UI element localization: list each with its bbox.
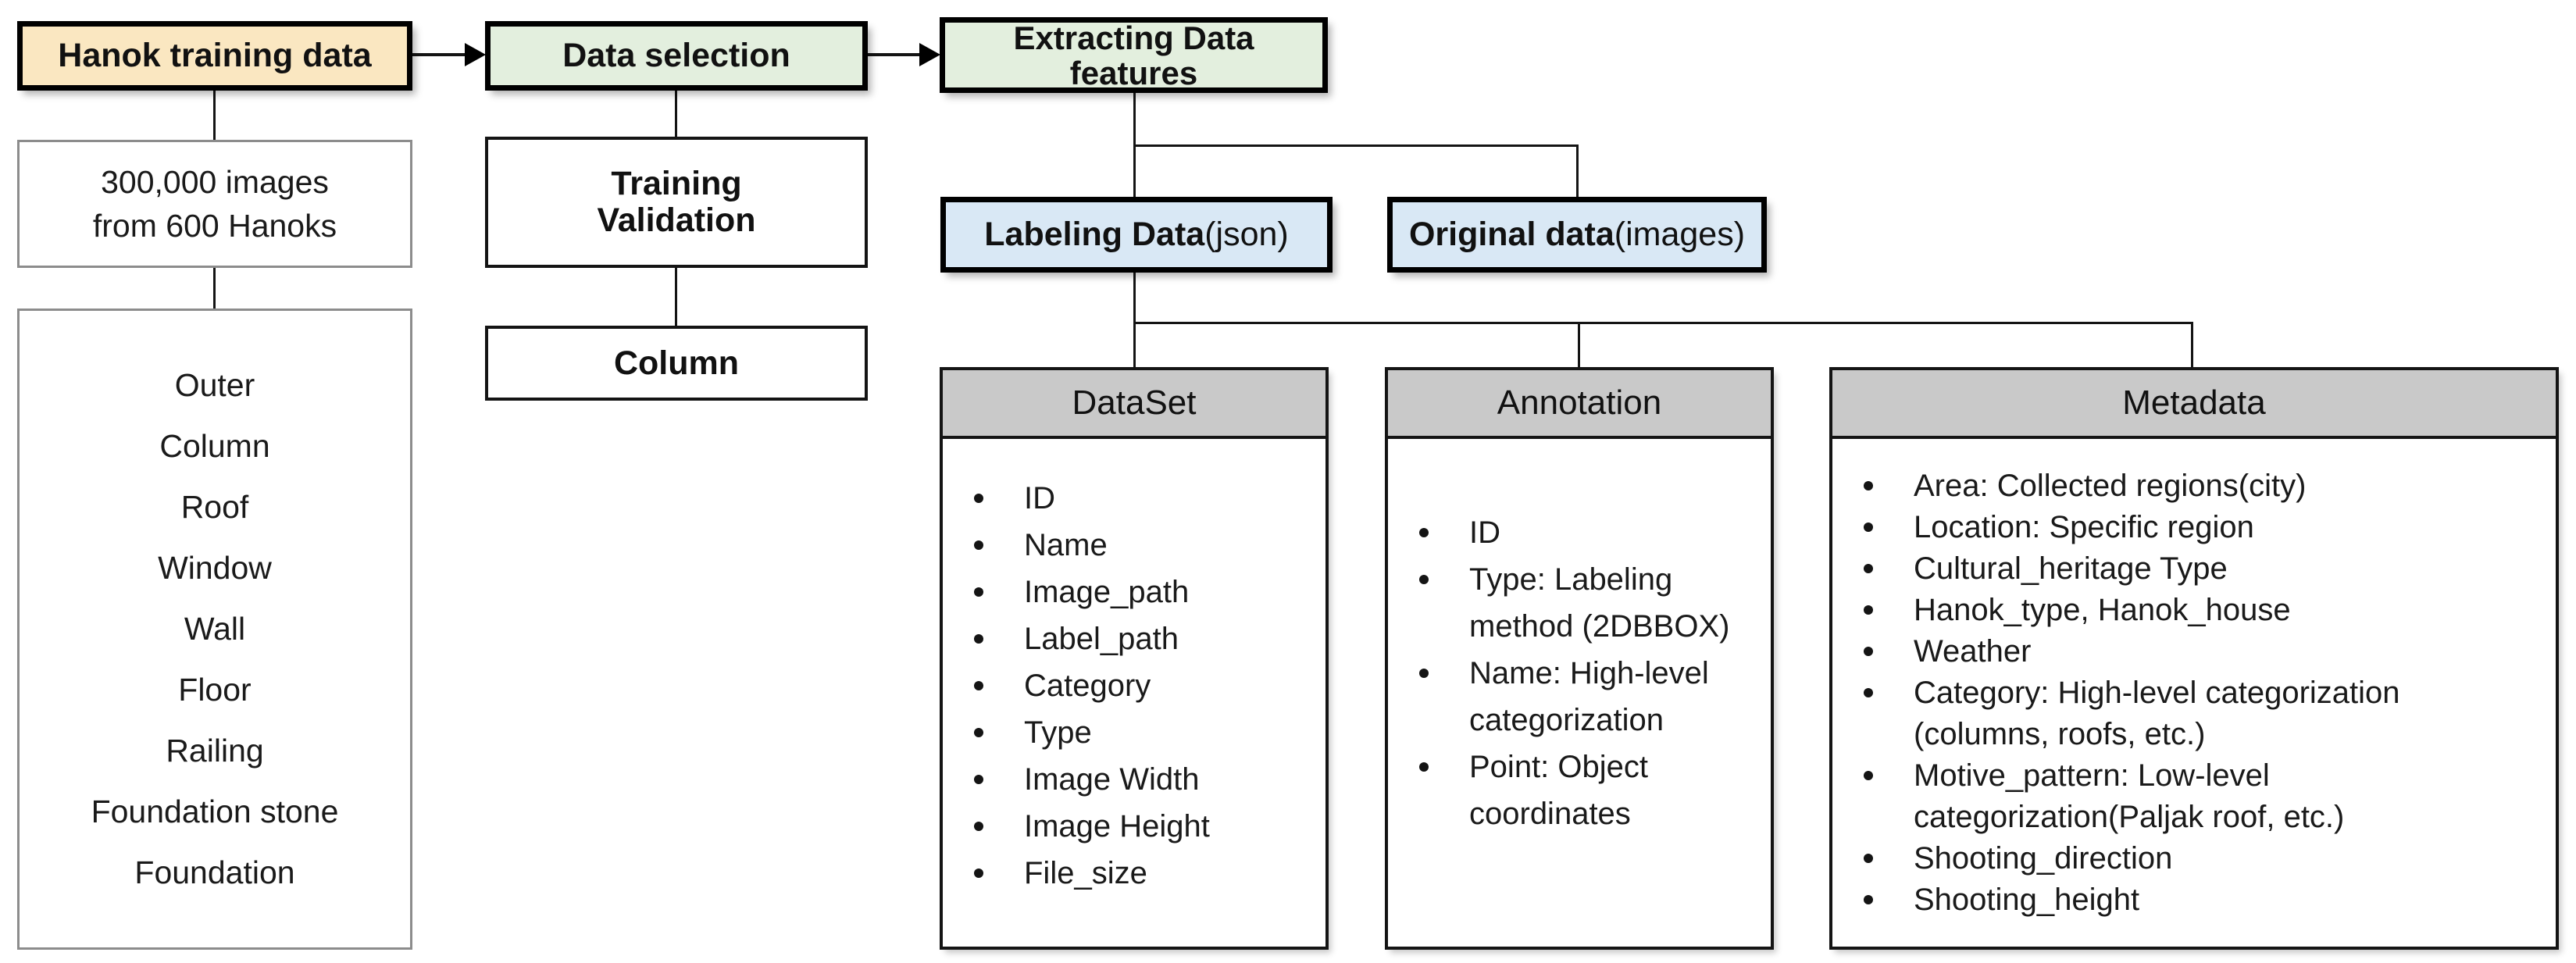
- labeling-data-normal: (json): [1204, 216, 1289, 253]
- list-item: Image_path: [943, 569, 1325, 615]
- list-item: Outer: [174, 367, 255, 403]
- list-item: Category: High-level categorization (col…: [1832, 672, 2556, 755]
- metadata-panel: Metadata Area: Collected regions(city) L…: [1829, 367, 2559, 950]
- arrow-line-selection-to-extracting: [868, 53, 919, 56]
- list-item: Roof: [180, 489, 249, 525]
- list-item: Foundation: [134, 854, 295, 890]
- flow-box-hanok-training-data: Hanok training data: [17, 21, 412, 91]
- arrow-right-icon: [919, 43, 940, 66]
- dataset-list: ID Name Image_path Label_path Category T…: [943, 439, 1325, 897]
- list-item: Motive_pattern: Low-level categorization…: [1832, 755, 2556, 838]
- list-item: Railing: [166, 733, 264, 769]
- list-item: Type: [943, 709, 1325, 756]
- list-item: Name: [943, 522, 1325, 569]
- list-item: Shooting_direction: [1832, 838, 2556, 879]
- list-item: Foundation stone: [91, 794, 339, 829]
- list-item: Weather: [1832, 631, 2556, 672]
- flow-box-label: Data selection: [562, 37, 790, 74]
- list-item: Type: Labeling method (2DBBOX): [1388, 556, 1771, 650]
- dataset-panel: DataSet ID Name Image_path Label_path Ca…: [940, 367, 1329, 950]
- list-item: Image Width: [943, 756, 1325, 803]
- connector-hanok-to-images: [213, 91, 216, 140]
- list-item: File_size: [943, 850, 1325, 897]
- original-data-bold: Original data: [1408, 216, 1614, 253]
- list-item: Floor: [178, 672, 252, 708]
- images-count-line1: 300,000 images: [101, 164, 329, 200]
- metadata-list: Area: Collected regions(city) Location: …: [1832, 439, 2556, 921]
- list-item: Location: Specific region: [1832, 507, 2556, 548]
- images-count-box: 300,000 images from 600 Hanoks: [17, 140, 412, 268]
- labeling-data-bold: Labeling Data: [984, 216, 1205, 253]
- list-item: ID: [943, 475, 1325, 522]
- column-box: Column: [485, 326, 868, 401]
- flow-box-data-selection: Data selection: [485, 21, 868, 91]
- list-item: Area: Collected regions(city): [1832, 465, 2556, 507]
- connector-labeling-to-branch: [1133, 273, 1136, 322]
- flow-box-extracting-data-features: Extracting Data features: [940, 17, 1328, 93]
- connector-drop-annotation: [1578, 322, 1580, 367]
- list-item: Cultural_heritage Type: [1832, 548, 2556, 590]
- list-item: Shooting_height: [1832, 879, 2556, 921]
- list-item: Hanok_type, Hanok_house: [1832, 590, 2556, 631]
- column-label: Column: [613, 344, 740, 382]
- arrow-right-icon: [465, 43, 486, 66]
- connector-drop-dataset: [1133, 322, 1136, 367]
- connector-branch-to-original: [1133, 144, 1579, 147]
- connector-branch-panels: [1133, 322, 2193, 324]
- training-validation-box: Training Validation: [485, 137, 868, 268]
- annotation-list: ID Type: Labeling method (2DBBOX) Name: …: [1388, 439, 1771, 837]
- original-data-label: Original data(images): [1409, 216, 1745, 254]
- annotation-panel: Annotation ID Type: Labeling method (2DB…: [1385, 367, 1774, 950]
- original-data-box: Original data(images): [1387, 197, 1767, 273]
- original-data-normal: (images): [1614, 216, 1746, 253]
- connector-images-to-elementlist: [213, 268, 216, 309]
- connector-training-to-column: [675, 268, 677, 326]
- connector-selection-to-training: [675, 91, 677, 137]
- list-item: Name: High-level categorization: [1388, 650, 1771, 744]
- list-item: Category: [943, 662, 1325, 709]
- panel-title: Annotation: [1388, 370, 1771, 439]
- list-item: Label_path: [943, 615, 1325, 662]
- flow-box-label: Hanok training data: [58, 37, 372, 74]
- list-item: Wall: [184, 611, 246, 647]
- panel-title: DataSet: [943, 370, 1325, 439]
- training-line: Training: [611, 165, 742, 202]
- list-item: ID: [1388, 509, 1771, 556]
- flow-box-label: Extracting Data features: [1013, 19, 1254, 91]
- labeling-data-box: Labeling Data(json): [940, 197, 1333, 273]
- list-item: Point: Object coordinates: [1388, 744, 1771, 837]
- labeling-data-label: Labeling Data(json): [984, 216, 1288, 254]
- list-item: Window: [158, 550, 272, 586]
- connector-drop-metadata: [2191, 322, 2193, 367]
- list-item: Image Height: [943, 803, 1325, 850]
- connector-drop-original: [1576, 144, 1579, 197]
- panel-title: Metadata: [1832, 370, 2556, 439]
- images-count-line2: from 600 Hanoks: [92, 208, 337, 244]
- validation-line: Validation: [597, 202, 756, 239]
- arrow-line-hanok-to-selection: [412, 53, 465, 56]
- element-list-box: Outer Column Roof Window Wall Floor Rail…: [17, 309, 412, 950]
- list-item: Column: [159, 428, 270, 464]
